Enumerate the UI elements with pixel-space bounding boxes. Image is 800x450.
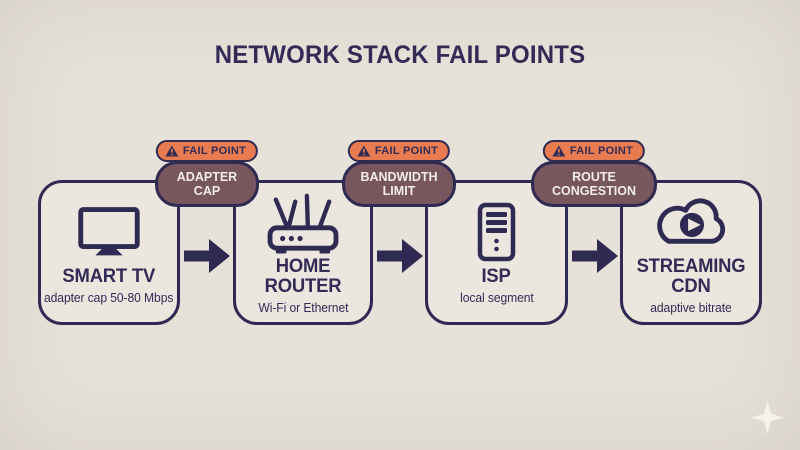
warning-triangle-icon — [552, 145, 566, 157]
flow-arrow — [184, 239, 230, 273]
cloud-play-icon — [647, 192, 735, 252]
warning-triangle-icon — [357, 145, 371, 157]
node-subtitle: adaptive bitrate — [650, 301, 732, 316]
fail-point-tag: FAIL POINT — [542, 140, 646, 162]
node-title: HOME ROUTER — [264, 255, 342, 297]
router-icon — [263, 192, 343, 254]
node-subtitle: Wi-Fi or Ethernet — [258, 301, 348, 316]
node-title: ISP — [481, 265, 512, 287]
server-tower-icon — [474, 202, 520, 262]
fail-point-label: BANDWIDTH LIMIT — [342, 161, 456, 207]
tv-icon — [72, 202, 146, 262]
node-title: STREAMING CDN — [636, 255, 746, 297]
flow-arrow — [377, 239, 423, 273]
fail-point-tag-text: FAIL POINT — [182, 145, 247, 157]
node-subtitle: local segment — [459, 291, 534, 306]
flow-arrow — [572, 239, 618, 273]
fail-point-label: ADAPTER CAP — [155, 161, 259, 207]
fail-point-label: ROUTE CONGESTION — [531, 161, 657, 207]
fail-point-tag: FAIL POINT — [155, 140, 259, 162]
node-subtitle: adapter cap 50-80 Mbps — [44, 291, 174, 306]
page-title: NETWORK STACK FAIL POINTS — [214, 41, 586, 69]
fail-point-tag: FAIL POINT — [347, 140, 451, 162]
warning-triangle-icon — [165, 145, 179, 157]
fail-point-tag-text: FAIL POINT — [569, 145, 634, 157]
sparkle-icon — [751, 401, 784, 434]
node-home-router: HOME ROUTER Wi-Fi or Ethernet — [233, 180, 373, 325]
node-title: SMART TV — [62, 265, 156, 287]
node-smart-tv: SMART TV adapter cap 50-80 Mbps — [38, 180, 180, 325]
fail-point-tag-text: FAIL POINT — [374, 145, 439, 157]
